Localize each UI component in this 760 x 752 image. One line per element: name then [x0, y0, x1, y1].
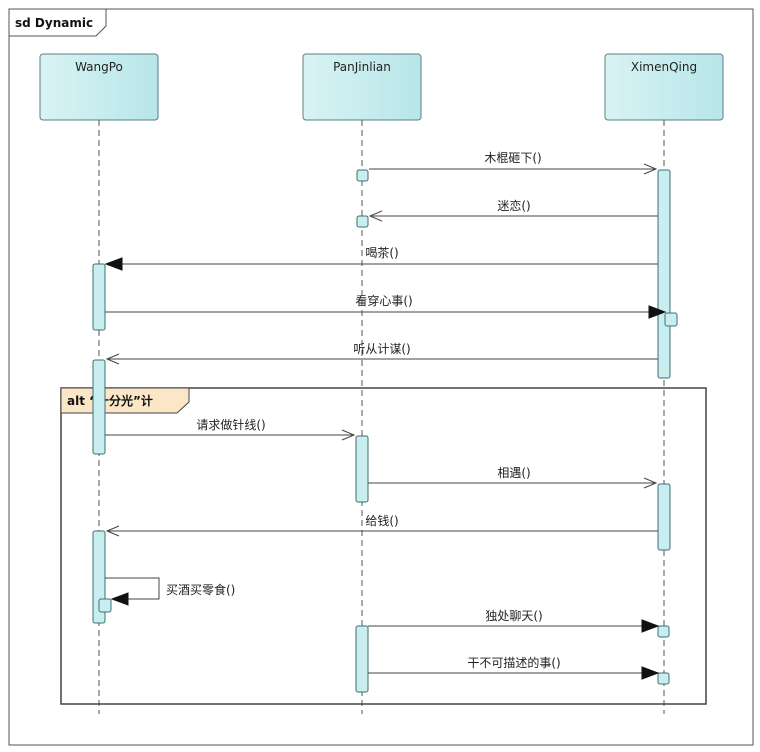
- message-label: 木棍砸下(): [484, 151, 541, 165]
- message-label: 看穿心事(): [355, 293, 412, 308]
- message-3[interactable]: [104, 257, 658, 271]
- fragment-label: alt “十分光”计: [67, 393, 153, 408]
- lifeline-panjinlian[interactable]: PanJinlian: [302, 53, 422, 714]
- activation-ximenqing-3: [657, 483, 671, 551]
- message-2[interactable]: [368, 210, 658, 222]
- message-5[interactable]: [105, 353, 658, 365]
- activation-wangpo-2: [92, 359, 106, 455]
- diagram-frame: sd Dynamic: [8, 8, 754, 746]
- message-label: 迷恋(): [497, 198, 530, 213]
- activation-ximenqing-1: [657, 169, 671, 379]
- activation-wangpo-4: [98, 598, 112, 613]
- activation-wangpo-1: [92, 263, 106, 331]
- lifeline-name: WangPo: [75, 60, 123, 74]
- activation-ximenqing-4: [657, 625, 670, 638]
- activation-panjinlian-2: [355, 625, 369, 693]
- lifeline-ximenqing[interactable]: XimenQing: [604, 53, 724, 714]
- message-4[interactable]: [105, 305, 667, 319]
- message-6[interactable]: [105, 429, 356, 441]
- message-7[interactable]: [368, 477, 658, 489]
- message-label: 给钱(): [365, 513, 398, 528]
- message-label: 干不可描述的事(): [467, 655, 560, 670]
- message-label: 相遇(): [497, 466, 530, 480]
- frame-label: sd Dynamic: [15, 16, 93, 30]
- message-10[interactable]: [368, 619, 660, 633]
- message-11[interactable]: [368, 666, 660, 680]
- activation-panjinlian-3: [356, 169, 369, 182]
- message-label: 请求做针线(): [196, 417, 265, 432]
- activation-panjinlian-1: [355, 435, 369, 503]
- message-8[interactable]: [105, 525, 658, 537]
- message-label: 独处聊天(): [485, 609, 542, 623]
- activation-ximenqing-2: [664, 312, 678, 327]
- messages: [104, 163, 667, 680]
- message-1[interactable]: [369, 163, 658, 175]
- activation-panjinlian-4: [356, 215, 369, 228]
- message-label: 喝茶(): [365, 245, 398, 260]
- lifeline-name: XimenQing: [631, 60, 697, 74]
- activations: [92, 169, 678, 693]
- message-label: 买酒买零食(): [166, 582, 235, 597]
- message-9[interactable]: [105, 577, 160, 606]
- message-label: 听从计谋(): [353, 342, 410, 356]
- message-labels: 木棍砸下() 迷恋() 喝茶() 看穿心事() 听从计谋() 请求做针线() 相…: [166, 151, 561, 670]
- activation-ximenqing-5: [657, 672, 670, 685]
- lifeline-name: PanJinlian: [333, 60, 391, 74]
